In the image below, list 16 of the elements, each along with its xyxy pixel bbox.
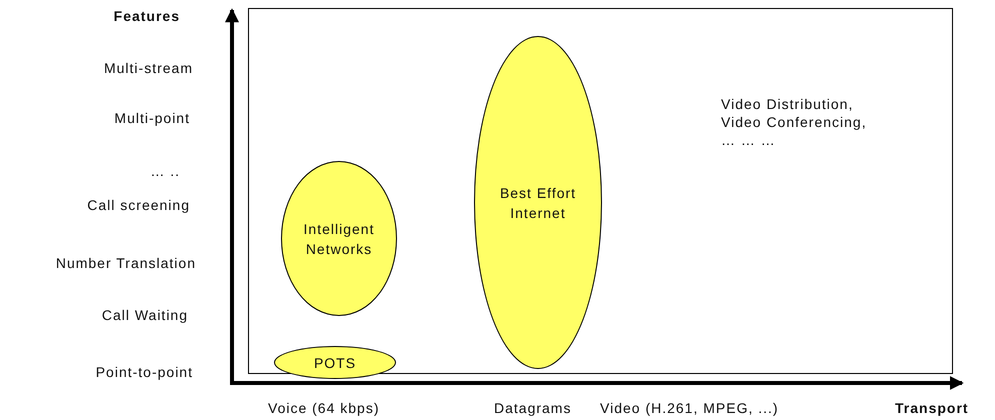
ellipse-label: POTS: [314, 354, 356, 372]
ellipse-label: Best Effort Internet: [498, 184, 578, 222]
y-axis-label: … ..: [150, 163, 180, 179]
y-axis-label: Multi-stream: [104, 60, 193, 76]
x-axis-label: Voice (64 kbps): [268, 400, 380, 416]
y-axis-label: Call Waiting: [102, 307, 188, 323]
y-axis-label: Number Translation: [56, 255, 196, 271]
y-axis-title: Features: [114, 8, 180, 24]
y-axis-label: Call screening: [87, 197, 190, 213]
x-axis-title: Transport: [895, 400, 969, 416]
note-text: Video Distribution, Video Conferencing, … … …: [721, 95, 868, 149]
ellipse-label: Intelligent Networks: [302, 220, 376, 258]
y-axis-label: Point-to-point: [96, 364, 193, 380]
x-axis-label: Datagrams: [494, 400, 572, 416]
x-axis-label: Video (H.261, MPEG, ...): [600, 400, 779, 416]
y-axis-label: Multi-point: [114, 110, 190, 126]
